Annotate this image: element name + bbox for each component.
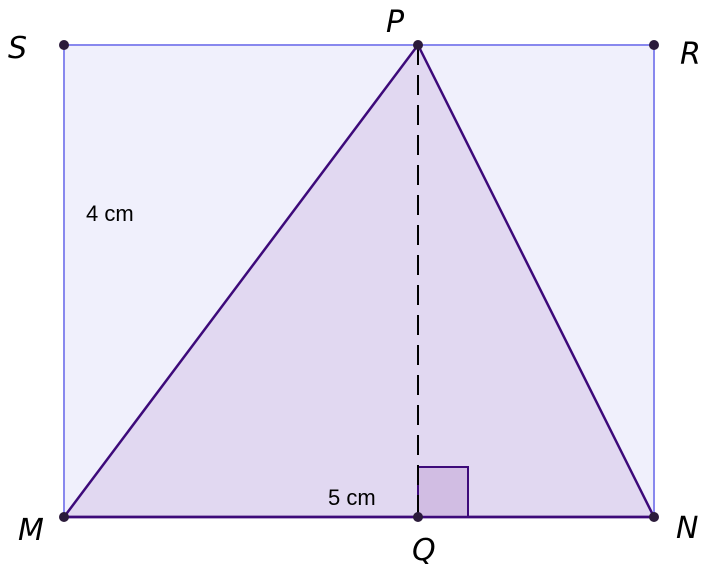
point-n bbox=[649, 512, 659, 522]
label-m: M bbox=[18, 513, 44, 548]
label-n: N bbox=[676, 511, 698, 546]
measurement-base: 5 cm bbox=[328, 485, 376, 510]
right-angle-marker bbox=[417, 466, 469, 518]
point-s bbox=[59, 40, 69, 50]
point-r bbox=[649, 40, 659, 50]
measurement-side: 4 cm bbox=[86, 201, 134, 226]
point-m bbox=[59, 512, 69, 522]
label-s: S bbox=[8, 31, 27, 66]
point-q bbox=[413, 512, 423, 522]
point-p bbox=[413, 40, 423, 50]
label-p: P bbox=[386, 5, 405, 40]
label-q: Q bbox=[412, 533, 436, 568]
label-r: R bbox=[680, 37, 701, 72]
